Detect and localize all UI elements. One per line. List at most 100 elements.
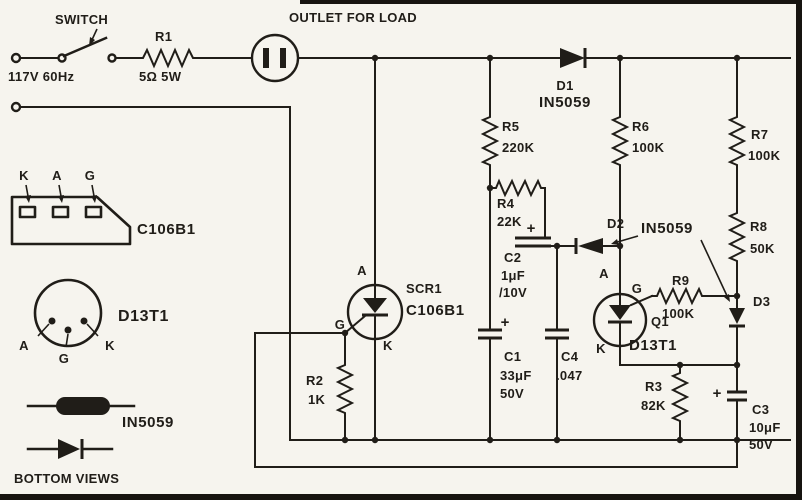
resistor-r1: R1 5Ω 5W — [137, 29, 199, 84]
pkg2-pin-a-label: A — [19, 338, 29, 353]
pkg3-body — [56, 397, 110, 415]
resistor-r8: R8 50K — [727, 207, 775, 267]
junction-dot — [486, 184, 494, 192]
junction-dot — [733, 361, 741, 369]
d3-pointer-arrowhead — [724, 294, 730, 302]
d3-ref: D3 — [753, 294, 770, 309]
c4-value: .047 — [556, 368, 583, 383]
junction-dot — [553, 242, 561, 250]
d2-pointer-arrowhead — [611, 239, 619, 245]
c3-polarity: + — [713, 385, 722, 402]
r4-ref: R4 — [497, 196, 515, 211]
junction-dot — [341, 329, 349, 337]
junction-dot — [371, 54, 379, 62]
resistor-r7: R7 100K — [727, 111, 781, 171]
c2-value: 1μF — [501, 268, 525, 283]
r6-zigzag — [610, 111, 630, 171]
pkg2-pin-g-pointer — [65, 333, 69, 348]
junction-dot — [371, 436, 379, 444]
scan-border-right — [796, 0, 802, 500]
junction-dot — [616, 54, 624, 62]
pkg2-pin-k-dot — [80, 317, 88, 325]
scr1-gate-label: G — [335, 317, 345, 332]
resistor-r2: R2 1K — [306, 359, 355, 419]
junction-dot — [553, 436, 561, 444]
outlet-body — [250, 33, 300, 83]
r8-zigzag — [727, 207, 747, 267]
diode-d3: D3 — [729, 294, 770, 328]
pkg1-pin-k-pointer — [25, 184, 29, 197]
ac-input: 117V 60Hz — [8, 52, 74, 113]
resistor-r9: R9 100K — [651, 273, 713, 321]
pkg1-pad-k — [18, 205, 37, 219]
pkg1-pin-g-pointer — [91, 184, 95, 197]
pkg1-label: C106B1 — [137, 221, 196, 238]
r5-value: 220K — [502, 140, 535, 155]
pkg2-pin-g-label: G — [59, 351, 69, 366]
d3-pointer-line — [700, 239, 729, 299]
r4-zigzag — [491, 178, 546, 198]
pkg2-label: D13T1 — [118, 308, 169, 325]
r4-value: 22K — [497, 214, 522, 229]
pkg2-pin-g-dot — [64, 326, 72, 334]
pkg1-pad-a — [51, 205, 70, 219]
r7-zigzag — [727, 111, 747, 171]
d3-triangle — [729, 308, 745, 324]
scr1-ref: SCR1 — [406, 281, 442, 296]
r2-ref: R2 — [306, 373, 323, 388]
junction-dot — [616, 242, 624, 250]
r7-ref: R7 — [751, 127, 768, 142]
pkg2-outline — [33, 278, 103, 348]
d2-part: IN5059 — [641, 220, 693, 237]
junction-dot — [486, 436, 494, 444]
c1-ref: C1 — [504, 349, 521, 364]
pkg3-label: IN5059 — [122, 414, 174, 431]
c2-ref: C2 — [504, 250, 521, 265]
r2-zigzag — [335, 359, 355, 419]
r5-ref: R5 — [502, 119, 519, 134]
d1-ref: D1 — [556, 78, 573, 93]
r7-value: 100K — [748, 148, 781, 163]
outlet-slot-left — [263, 48, 269, 68]
transistor-q1: A G K Q1 D13T1 — [592, 266, 676, 356]
pkg2-pin-k-label: K — [105, 338, 115, 353]
capacitor-c2: + C2 1μF /10V — [499, 220, 551, 300]
resistor-r6: R6 100K — [610, 111, 664, 171]
scan-border-bottom — [0, 494, 802, 500]
r5-zigzag — [480, 111, 500, 171]
pkg1-pad-g — [84, 205, 103, 219]
bottom-views-caption: BOTTOM VIEWS — [14, 471, 119, 486]
d2-triangle — [578, 238, 603, 254]
package-d13t1: A G K D13T1 — [19, 278, 169, 366]
junction-dot — [676, 361, 684, 369]
q1-cathode-label: K — [596, 341, 606, 356]
package-c106b1: K A G C106B1 — [10, 168, 196, 246]
diode-d1: D1 IN5059 — [539, 48, 590, 111]
pkg3-diode-triangle — [58, 439, 80, 459]
pkg1-pin-g-label: G — [85, 168, 95, 183]
q1-gate-lead — [629, 294, 654, 307]
input-terminal-top — [10, 52, 22, 64]
switch-blade — [62, 36, 108, 58]
junction-dot — [733, 292, 741, 300]
capacitor-c3: + C3 10μF 50V — [713, 385, 781, 452]
d2-ref: D2 — [607, 216, 624, 231]
scr1-anode-label: A — [357, 263, 367, 278]
junction-dot — [733, 54, 741, 62]
pkg2-pin-a-dot — [48, 317, 56, 325]
r3-zigzag — [670, 367, 690, 427]
pkg1-outline — [10, 195, 132, 246]
capacitor-c1: + C1 33μF 50V — [478, 314, 531, 401]
scr1: A G K SCR1 C106B1 — [335, 263, 464, 353]
r1-zigzag — [137, 47, 199, 69]
r3-ref: R3 — [645, 379, 662, 394]
resistor-r5: R5 220K — [480, 111, 535, 171]
r8-value: 50K — [750, 241, 775, 256]
r9-ref: R9 — [672, 273, 689, 288]
r9-value: 100K — [662, 306, 695, 321]
power-switch: SWITCH — [55, 12, 117, 63]
q1-ref: Q1 — [651, 314, 669, 329]
